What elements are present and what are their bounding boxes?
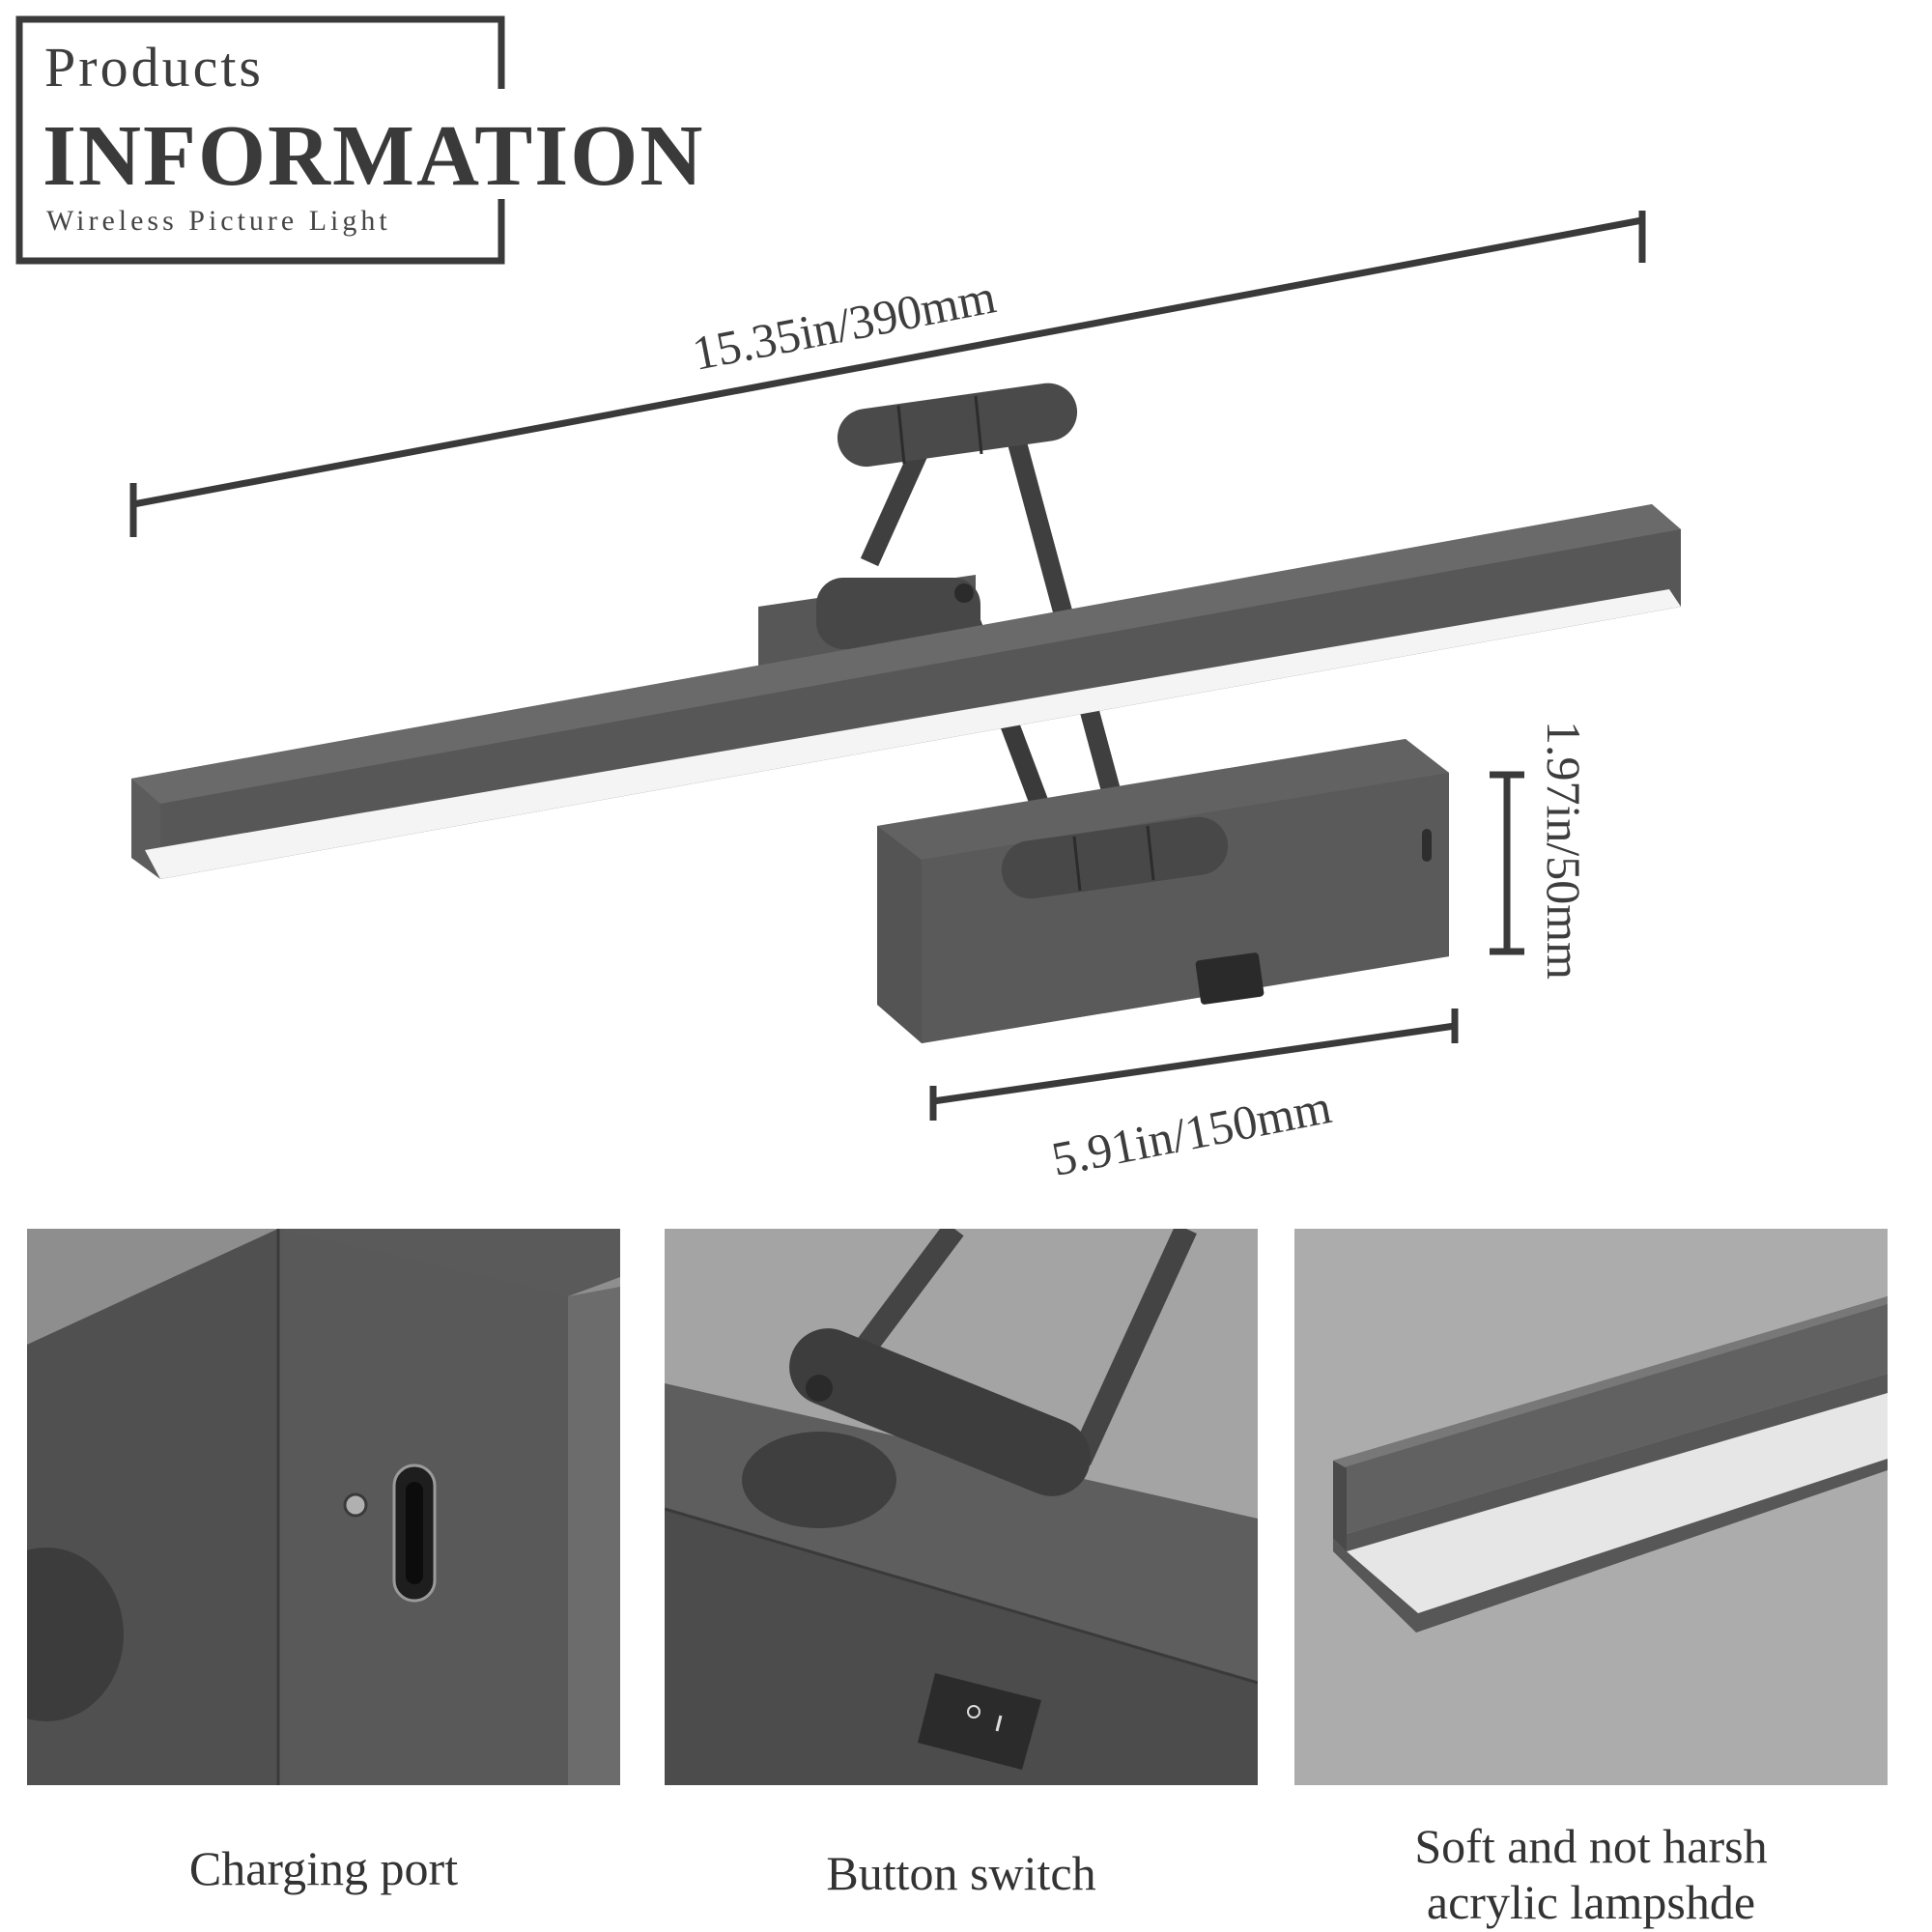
- title-block: Products INFORMATION Wireless Picture Li…: [14, 14, 702, 267]
- sensor-icon: [343, 1492, 368, 1518]
- title-frame: [15, 15, 505, 265]
- button-switch-image: [665, 1229, 1258, 1785]
- panel-button-switch: [665, 1229, 1258, 1785]
- rocker-switch-icon: [918, 1673, 1041, 1770]
- lamp-bar: [131, 504, 1681, 879]
- title-information: INFORMATION: [43, 108, 705, 204]
- caption-lampshade-line1: Soft and not harsh: [1414, 1819, 1768, 1873]
- caption-charging-port: Charging port: [188, 1841, 459, 1895]
- acrylic-lampshade-image: [1294, 1229, 1888, 1785]
- length-dimension-line: [129, 211, 1646, 537]
- product-illustration: [129, 211, 1681, 1121]
- height-dimension-line: [1490, 771, 1524, 955]
- wall-base: [877, 739, 1449, 1043]
- lower-joint: [1001, 816, 1229, 899]
- caption-button-switch: Button switch: [826, 1846, 1096, 1900]
- height-label: 1.97in/50mm: [1537, 721, 1591, 980]
- title-products: Products: [44, 36, 264, 99]
- panel-charging-port: [27, 1229, 620, 1785]
- caption-lampshade-line2: acrylic lampshde: [1426, 1875, 1756, 1929]
- title-subtitle: Wireless Picture Light: [46, 205, 391, 237]
- width-dimension-line: [929, 1009, 1459, 1121]
- charging-port-image: [27, 1229, 620, 1785]
- panel-acrylic-lampshade: [1294, 1229, 1888, 1785]
